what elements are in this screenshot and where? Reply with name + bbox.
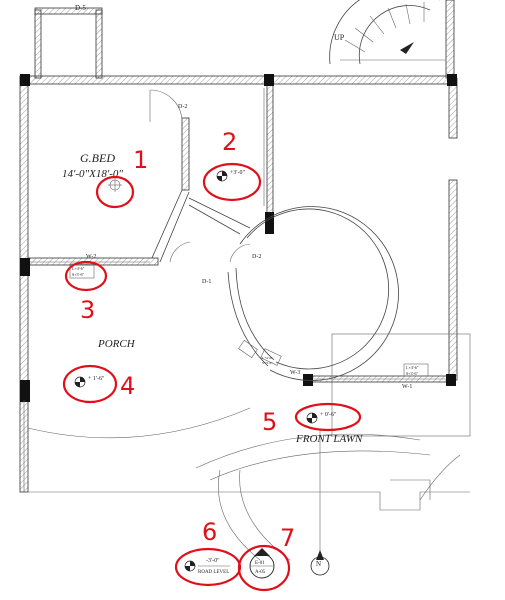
annotation-circle-4	[62, 364, 118, 404]
d2-lower-label: D-2	[252, 254, 261, 260]
annotation-number-7: 7	[280, 524, 295, 552]
level-symbol-bed	[216, 170, 228, 182]
w2-label: W-2	[86, 254, 96, 260]
d2-top-label: D-2	[178, 104, 187, 110]
level-symbol-road	[184, 560, 196, 572]
w2-tag-line1: L+4'-6"	[72, 266, 85, 271]
w2-tag-line2: S+3'-6"	[72, 272, 85, 277]
north-label: N	[316, 560, 321, 568]
level-road: -3'-0"	[206, 558, 220, 564]
north-arrow-icon	[310, 550, 330, 576]
guest-bed-label: G.BED	[80, 151, 115, 165]
stair-up-label: UP	[334, 33, 345, 42]
annotation-circle-2	[202, 162, 262, 202]
d1-label: D-1	[202, 279, 211, 285]
red-annotations: 1 2 3 4 5 6 7	[62, 128, 362, 592]
porch-label: PORCH	[97, 338, 136, 350]
w1-label: W-1	[402, 384, 412, 390]
annotation-number-5: 5	[262, 408, 277, 436]
annotation-number-4: 4	[120, 372, 135, 400]
w1-tag-line1: L+4'-6"	[406, 365, 419, 370]
front-lawn-label: FRONT LAWN	[295, 433, 363, 445]
level-markers: +3'-0" + 1'-6" + 0'-6" -3'-0" ROAD LEVEL	[74, 170, 337, 575]
annotation-circle-5	[294, 402, 362, 432]
annotation-circle-3	[64, 260, 108, 292]
level-porch: + 1'-6"	[88, 376, 105, 382]
annotation-number-6: 6	[202, 518, 217, 546]
d5-label: D-5	[75, 4, 86, 12]
level-symbol-lawn	[306, 412, 318, 424]
walls	[19, 0, 458, 493]
section-marker: E-01 A-05	[249, 548, 275, 579]
level-lawn: + 0'-6"	[320, 412, 337, 418]
room-labels: D-5 UP D-2 G.BED 14'-0"X18'-0" W-2 D-2 D…	[62, 4, 412, 568]
annotation-circle-1	[95, 175, 135, 209]
columns	[20, 74, 457, 402]
annotation-circle-7	[237, 544, 291, 592]
w3-tag-line1: L+4'-6"	[262, 356, 273, 360]
annotation-number-1: 1	[133, 146, 148, 174]
annotation-number-2: 2	[222, 128, 237, 156]
section-marker-top: E-01	[255, 561, 265, 566]
level-bed: +3'-0"	[230, 170, 245, 176]
level-symbol-porch	[74, 376, 86, 388]
level-road-caption: ROAD LEVEL	[198, 570, 229, 575]
guest-bed-size: 14'-0"X18'-0"	[62, 168, 123, 180]
w3-tag-line2: S+3'-6"	[262, 361, 273, 365]
w3-label: W-3	[290, 370, 300, 376]
section-marker-bottom: A-05	[255, 570, 266, 575]
annotation-number-3: 3	[80, 296, 95, 324]
w1-tag-line2: S+3'-6"	[406, 371, 419, 376]
window-tags: L+4'-6" S+3'-6" L+4'-6" S+3'-6" L+4'-6" …	[69, 263, 429, 377]
